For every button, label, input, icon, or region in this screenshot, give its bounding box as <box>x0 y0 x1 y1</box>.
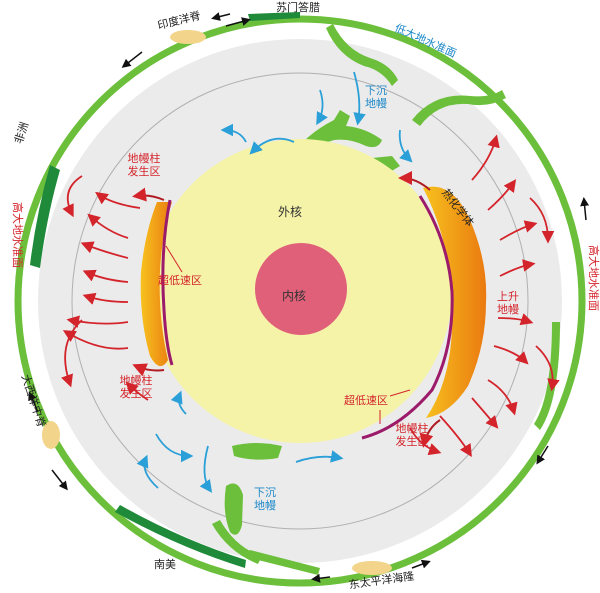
label-outer-core: 外核 <box>278 205 302 219</box>
label-downwelling-bottom: 下沉地幔 <box>254 486 276 512</box>
label-plume-zone-lower-right: 地幔柱发生区 <box>396 421 429 448</box>
label-plume-zone-lower-left: 地幔柱发生区 <box>120 373 153 400</box>
downwelling-arrows <box>136 71 413 493</box>
llsvp-left <box>140 202 172 367</box>
craton-top <box>248 12 300 21</box>
slab-pile-bottom <box>232 443 282 460</box>
transition-zone-line <box>71 72 529 530</box>
label-ulvz-right: 超低速区 <box>344 393 388 407</box>
ridge-atlantic <box>42 421 60 449</box>
plume-origin-arrows <box>132 171 441 448</box>
ridge-pacific <box>352 561 392 575</box>
label-indian-ridge: 印度洋脊 <box>156 8 202 32</box>
ridge-indian <box>170 30 206 44</box>
label-south-america: 南美 <box>154 558 176 571</box>
slab-top-right <box>412 90 506 126</box>
leader-ulvz-right <box>379 389 411 424</box>
leader-ulvz-left <box>165 245 183 273</box>
label-high-geoid-left: 高大地水准面 <box>11 202 25 268</box>
label-upwelling: 上升地幔 <box>497 290 519 316</box>
label-high-geoid-right: 高大地水准面 <box>587 245 600 311</box>
llsvp-right-ulvz <box>361 195 454 440</box>
inner-core <box>255 243 347 335</box>
label-downwelling-top: 下沉地幔 <box>365 84 387 110</box>
upwelling-arrows <box>61 134 560 458</box>
llsvp-right <box>423 186 487 418</box>
llsvp-left-ulvz <box>161 199 174 366</box>
label-plume-zone-upper-left: 地幔柱发生区 <box>128 151 161 178</box>
slab-sumatra <box>326 24 398 86</box>
label-ulvz-left: 超低速区 <box>158 273 202 287</box>
label-sumatra: 苏门答腊 <box>276 0 320 14</box>
slab-sa-lithos-2 <box>246 550 320 575</box>
slab-pile-top <box>305 110 382 148</box>
label-africa: 非洲 <box>12 120 31 145</box>
label-inner-core: 内核 <box>282 289 306 303</box>
craton-south-america <box>115 505 246 568</box>
slab-south-america <box>224 483 243 535</box>
plate-motion-arrows <box>28 12 590 583</box>
slab-right-lithos <box>534 322 560 430</box>
craton-africa <box>30 165 60 268</box>
